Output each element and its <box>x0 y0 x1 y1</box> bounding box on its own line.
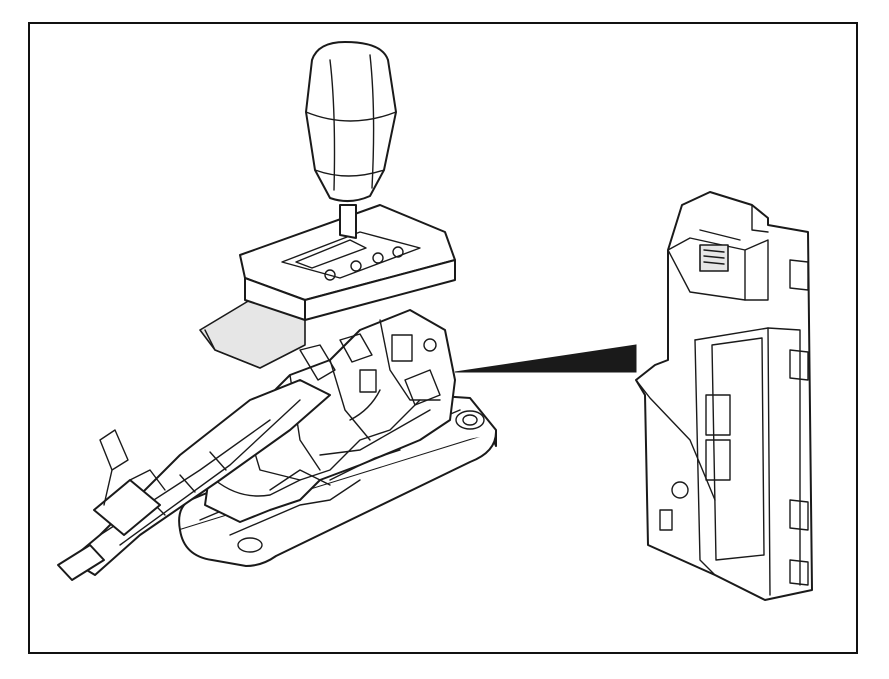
mount-hole <box>237 537 263 553</box>
cable-end <box>57 544 105 581</box>
position-indicator <box>392 246 404 258</box>
switch-detail <box>359 369 377 393</box>
shift-cable-arm <box>57 379 331 581</box>
callout-leader <box>454 344 637 373</box>
mount-hole <box>455 410 485 430</box>
mount-screw <box>671 481 689 499</box>
cable-bracket <box>93 479 161 536</box>
shift-knob <box>305 41 397 239</box>
position-indicator <box>372 252 384 264</box>
position-indicator <box>350 260 362 272</box>
shift-shaft <box>339 204 357 239</box>
cable-clip <box>99 429 129 471</box>
relay-block <box>705 439 731 481</box>
relay-block <box>705 394 731 436</box>
position-indicator <box>324 269 336 281</box>
indicator-bezel <box>199 204 456 369</box>
control-module-detail <box>635 191 813 601</box>
shift-lever-assembly <box>57 41 497 581</box>
